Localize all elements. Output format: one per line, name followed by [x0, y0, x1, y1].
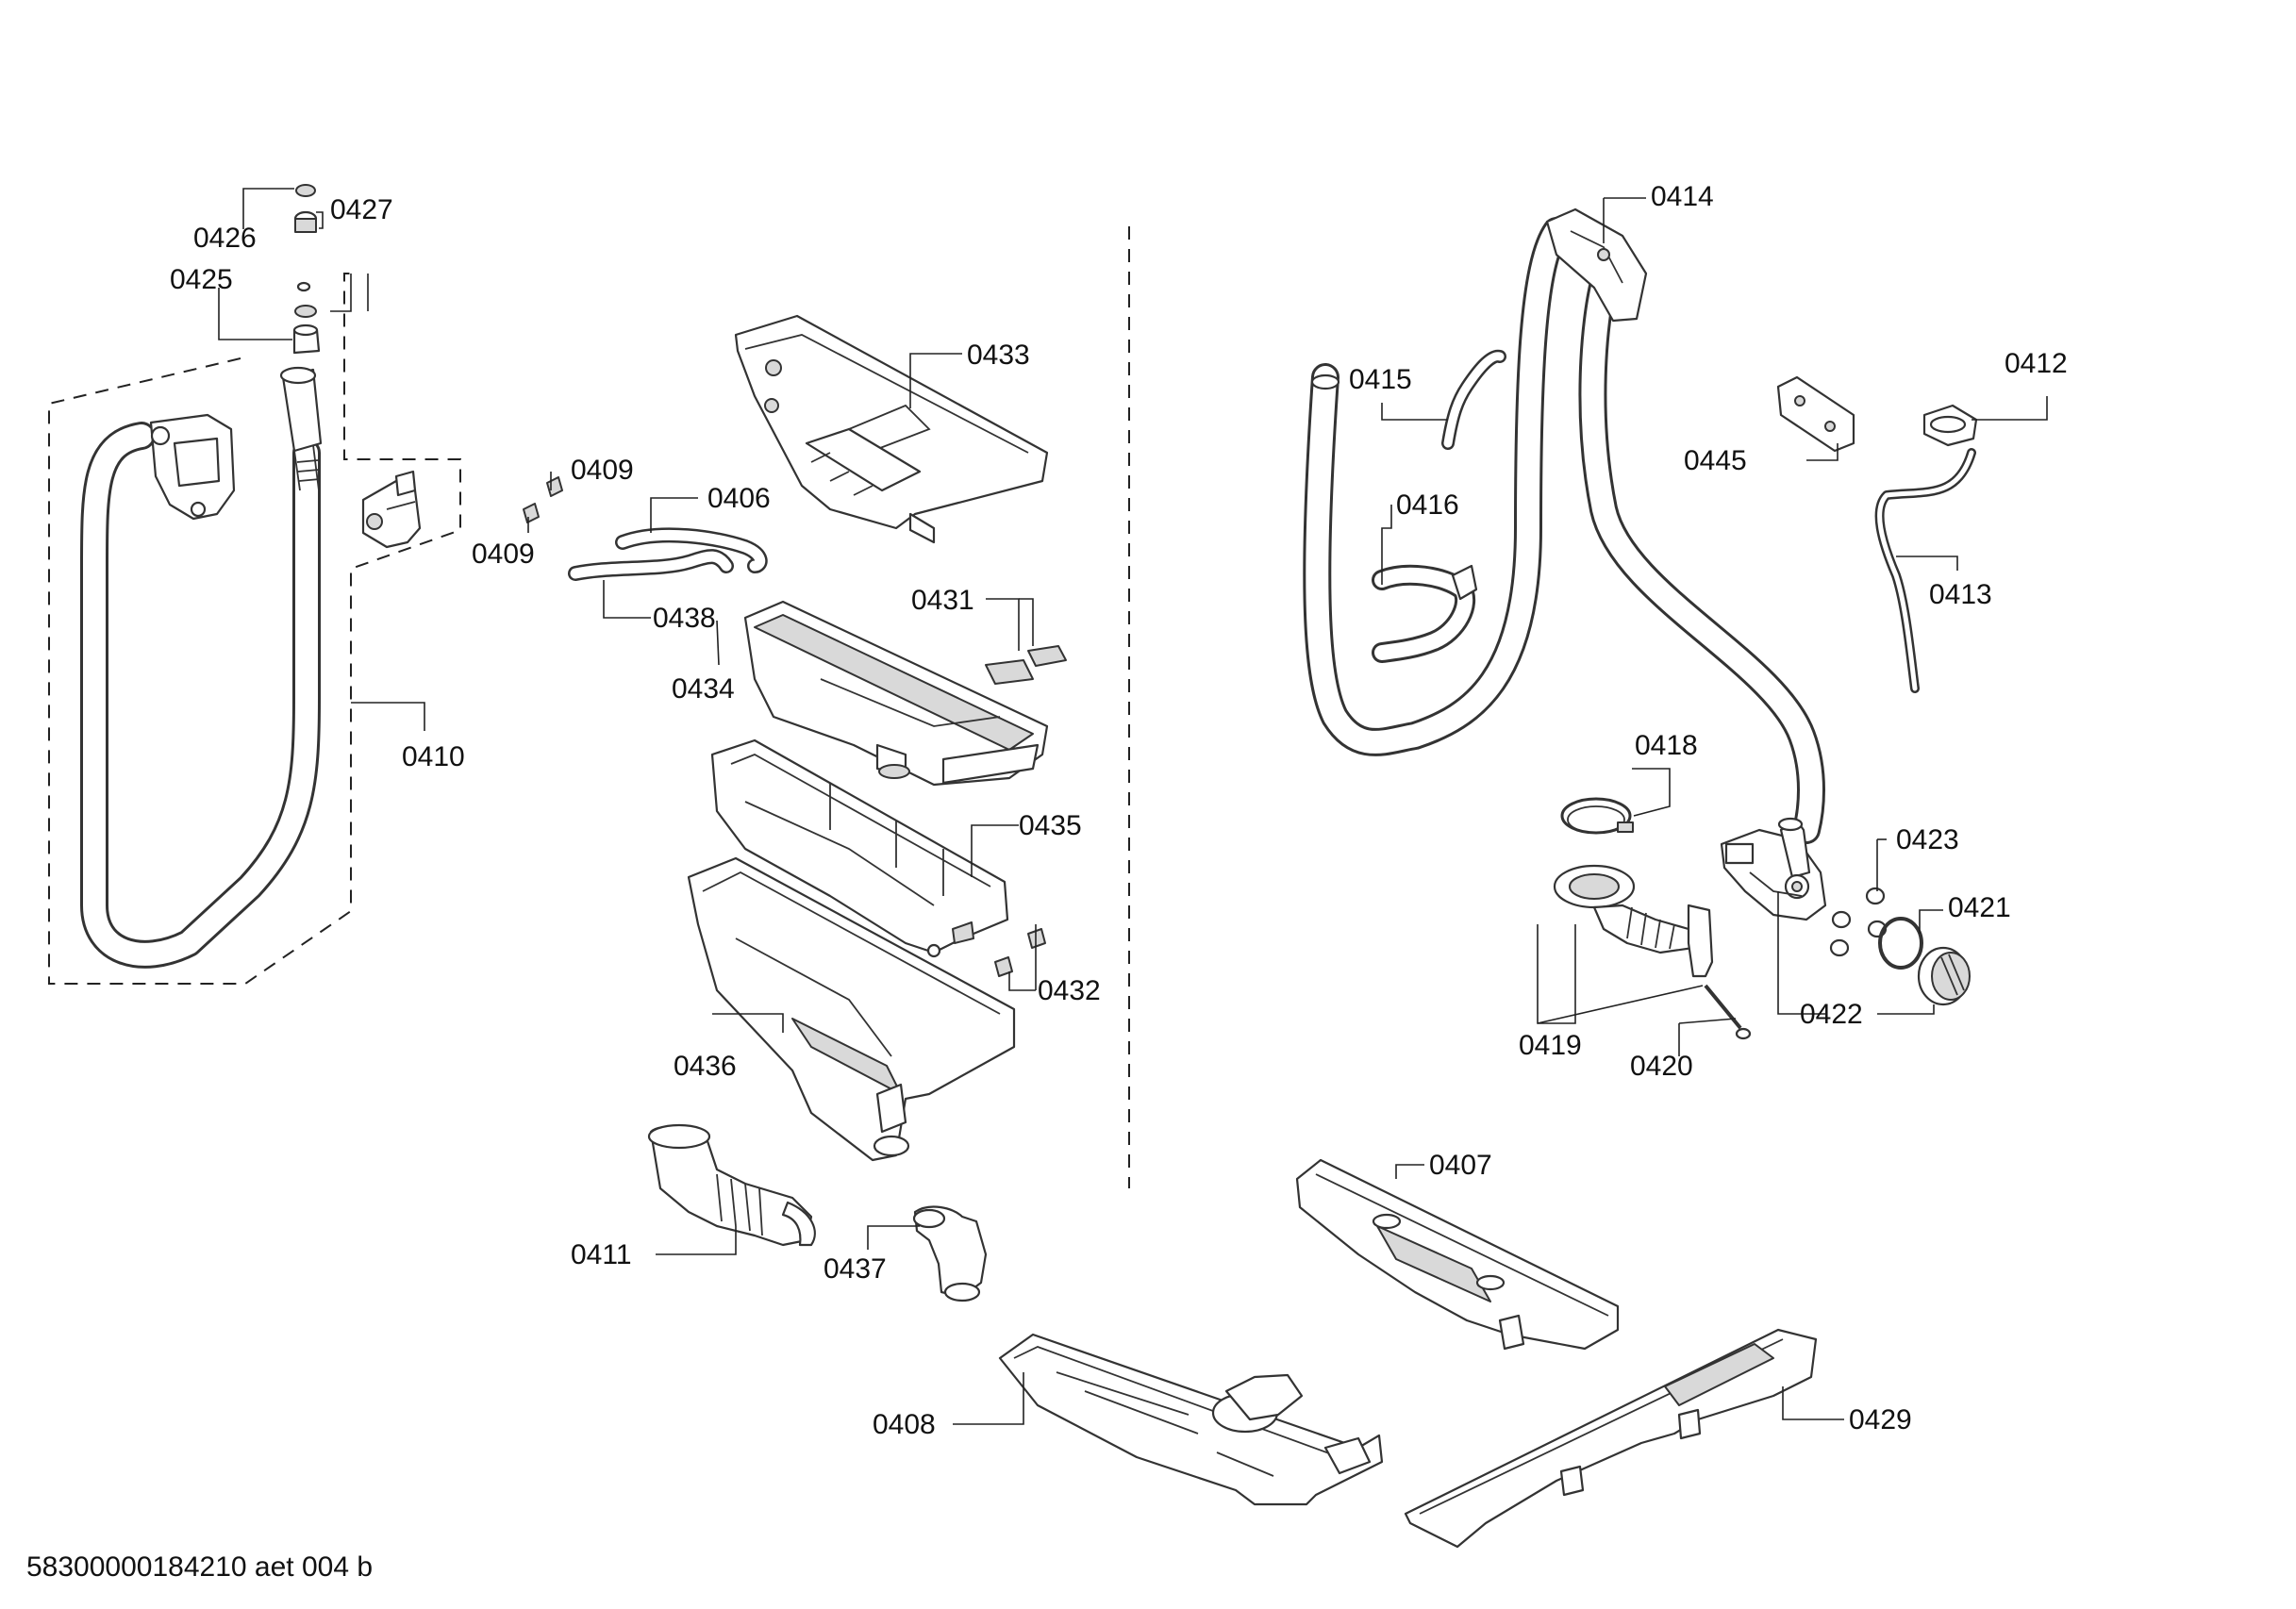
part-0429-beam [1404, 1328, 1818, 1549]
callout-0429: 0429 [1849, 1404, 1912, 1435]
callout-0434: 0434 [672, 673, 735, 705]
part-0436-detergent-tray [687, 856, 1016, 1162]
callout-0423: 0423 [1896, 824, 1959, 855]
callout-0437: 0437 [824, 1253, 887, 1285]
callout-0411: 0411 [571, 1239, 632, 1270]
callout-0408: 0408 [873, 1409, 936, 1440]
part-0420-rod [1704, 984, 1752, 1040]
callout-0426: 0426 [193, 223, 257, 254]
callout-0432: 0432 [1038, 975, 1101, 1006]
part-0431-labels [985, 645, 1067, 685]
callout-0435: 0435 [1019, 810, 1082, 841]
callout-0433: 0433 [967, 340, 1030, 371]
part-0409-clamps [523, 476, 563, 523]
callout-labels: 0426 0427 0425 0409 0409 0406 0438 0410 … [170, 181, 2068, 1440]
part-0418-clamp [1560, 797, 1634, 835]
callout-0414: 0414 [1651, 181, 1714, 212]
callout-0412: 0412 [2005, 348, 2068, 379]
part-0419-sump-hose [1553, 864, 1714, 978]
part-0407-rail [1295, 1158, 1620, 1351]
document-id: 58300000184210 aet 004 b [26, 1551, 374, 1583]
part-0423-seals [1829, 887, 1888, 957]
callout-0418: 0418 [1635, 730, 1698, 761]
callout-0445: 0445 [1684, 445, 1747, 476]
callout-0409-lower: 0409 [472, 539, 535, 570]
part-0422-drain-pump [1720, 817, 1827, 921]
part-0414-drain-hose [1303, 207, 1825, 844]
callout-0427: 0427 [330, 194, 393, 225]
part-0435-drawer-housing [710, 738, 1009, 958]
part-0408-rail [998, 1333, 1384, 1506]
callout-0410: 0410 [402, 741, 465, 772]
callout-0413: 0413 [1929, 579, 1992, 610]
callout-0421: 0421 [1948, 892, 2011, 923]
inlet-valve-bracket [361, 470, 422, 549]
part-0445-bracket [1776, 375, 1855, 453]
callout-0431: 0431 [911, 585, 974, 616]
part-0421-filter [1878, 917, 1971, 1006]
callout-0422: 0422 [1800, 999, 1863, 1030]
part-0410-inlet-hose [80, 366, 323, 969]
part-0432-screws [994, 928, 1046, 977]
part-0433-drawer-top [734, 314, 1049, 544]
callout-0425: 0425 [170, 264, 233, 295]
callout-0409-upper: 0409 [571, 455, 634, 486]
part-0406-hose [568, 527, 768, 581]
callout-0419: 0419 [1519, 1030, 1582, 1061]
callout-0415: 0415 [1349, 364, 1412, 395]
parts-0425-0427-fittings [292, 184, 321, 355]
callout-0416: 0416 [1396, 489, 1459, 521]
leader-lines [218, 188, 2048, 1425]
part-0437-elbow [912, 1205, 988, 1302]
callout-0420: 0420 [1630, 1051, 1693, 1082]
callout-0406: 0406 [707, 483, 771, 514]
callout-0438: 0438 [653, 603, 716, 634]
part-0434-drawer-insert [743, 600, 1049, 787]
part-0413-pressure-hose [1874, 448, 1976, 693]
part-0416-hose [1372, 564, 1478, 663]
callout-0407: 0407 [1429, 1150, 1492, 1181]
part-0412-pressure-switch [1922, 404, 1978, 447]
callout-0436: 0436 [674, 1051, 737, 1082]
part-0415-hose [1441, 349, 1506, 450]
part-0411-bellows [647, 1123, 816, 1247]
